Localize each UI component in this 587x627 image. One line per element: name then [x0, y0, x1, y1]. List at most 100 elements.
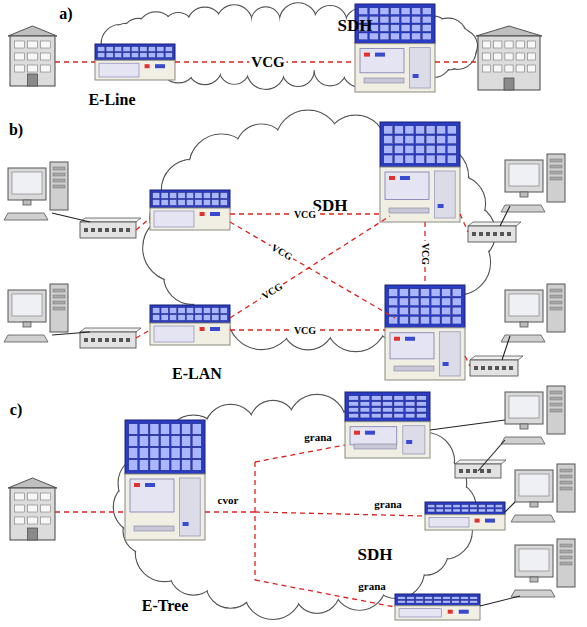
rack-card — [169, 193, 176, 199]
rack-panel — [130, 479, 174, 512]
cloud-bump — [396, 45, 431, 80]
status-led — [210, 327, 220, 331]
switch-port — [126, 338, 130, 342]
rack-card — [360, 396, 370, 400]
rack-card — [426, 145, 435, 153]
monitor — [505, 290, 543, 322]
drive-bay — [560, 556, 572, 559]
rack-card — [182, 460, 191, 470]
switch-port — [480, 469, 484, 473]
switch-port — [459, 469, 463, 473]
rack-card — [192, 424, 201, 434]
rack-card — [161, 308, 168, 314]
lan-cable — [505, 502, 515, 512]
drive-bay — [550, 409, 562, 412]
cloud-fill — [397, 46, 430, 79]
switch-body — [80, 222, 136, 238]
rack-card — [405, 145, 414, 153]
cloud-fill — [373, 131, 425, 183]
screen — [519, 474, 549, 496]
node-label: cvor — [216, 494, 241, 506]
rack-card — [437, 155, 446, 163]
rack-card — [428, 505, 435, 508]
building-window — [28, 505, 38, 512]
rack-card — [131, 47, 138, 52]
rack-card — [416, 136, 425, 144]
rack-top — [380, 122, 460, 167]
rack-card — [165, 53, 172, 58]
rack-card — [426, 126, 435, 134]
rack-card — [422, 25, 431, 32]
monitor-stand — [23, 200, 31, 205]
lan-cable — [480, 596, 520, 606]
tower — [547, 284, 565, 332]
rack-card — [349, 408, 359, 412]
rack-card — [161, 460, 170, 470]
rack-card — [139, 448, 148, 458]
cloud-bump — [401, 144, 469, 212]
rack-card — [106, 47, 113, 52]
rack-card — [437, 145, 446, 153]
rack-card — [383, 408, 393, 412]
rack-card — [405, 402, 415, 406]
rack-card — [470, 505, 477, 508]
rack-card — [405, 126, 414, 134]
rack-card — [431, 307, 440, 315]
status-led — [485, 519, 495, 523]
rack-card — [192, 436, 201, 446]
building-window — [527, 65, 535, 72]
rack-card — [114, 53, 121, 58]
monitor-stand — [530, 577, 538, 582]
status-led — [475, 519, 480, 523]
computer-icon — [501, 386, 565, 444]
rack-card — [452, 597, 460, 600]
rack-card — [470, 600, 478, 603]
rack-card — [422, 8, 431, 15]
rack-card — [129, 460, 138, 470]
rack-card — [399, 316, 408, 324]
rack-card — [178, 308, 185, 314]
keyboard — [4, 335, 48, 342]
rack-body — [385, 328, 465, 380]
switch-body — [468, 226, 516, 242]
rack-card — [398, 597, 406, 600]
rack-card — [495, 505, 502, 508]
rack-card — [182, 436, 191, 446]
switch-port — [493, 232, 497, 236]
access-link — [136, 330, 150, 338]
rack-card — [150, 436, 159, 446]
service-name: E-Tree — [140, 597, 191, 615]
switch-port — [509, 366, 513, 370]
rack-card — [421, 289, 430, 297]
rack-card — [391, 8, 400, 15]
branch-label: grana — [372, 498, 404, 510]
computer-icon — [501, 284, 565, 342]
rack-card — [114, 47, 121, 52]
rack-card — [380, 16, 389, 23]
rack-card — [153, 200, 160, 206]
status-led — [183, 522, 189, 526]
rack-card — [98, 47, 105, 52]
rack-card — [171, 448, 180, 458]
rack-card — [442, 307, 451, 315]
rack-top — [150, 190, 230, 208]
rack-card — [417, 402, 427, 406]
vcg-label: VCG — [292, 209, 318, 220]
panel-letter: c) — [10, 401, 22, 419]
rack-card — [171, 460, 180, 470]
rack-card — [437, 126, 446, 134]
drive-bay — [560, 562, 572, 565]
drive-bay — [560, 475, 572, 478]
cloud-fill — [140, 423, 450, 591]
building-window — [483, 65, 491, 72]
rack-card — [453, 509, 460, 512]
switch-port — [91, 338, 95, 342]
rack-top — [95, 44, 175, 60]
drive-bay — [560, 544, 572, 547]
rack-card — [212, 200, 219, 206]
rack-card — [148, 47, 155, 52]
building-window — [505, 53, 513, 60]
rack-card — [169, 315, 176, 321]
